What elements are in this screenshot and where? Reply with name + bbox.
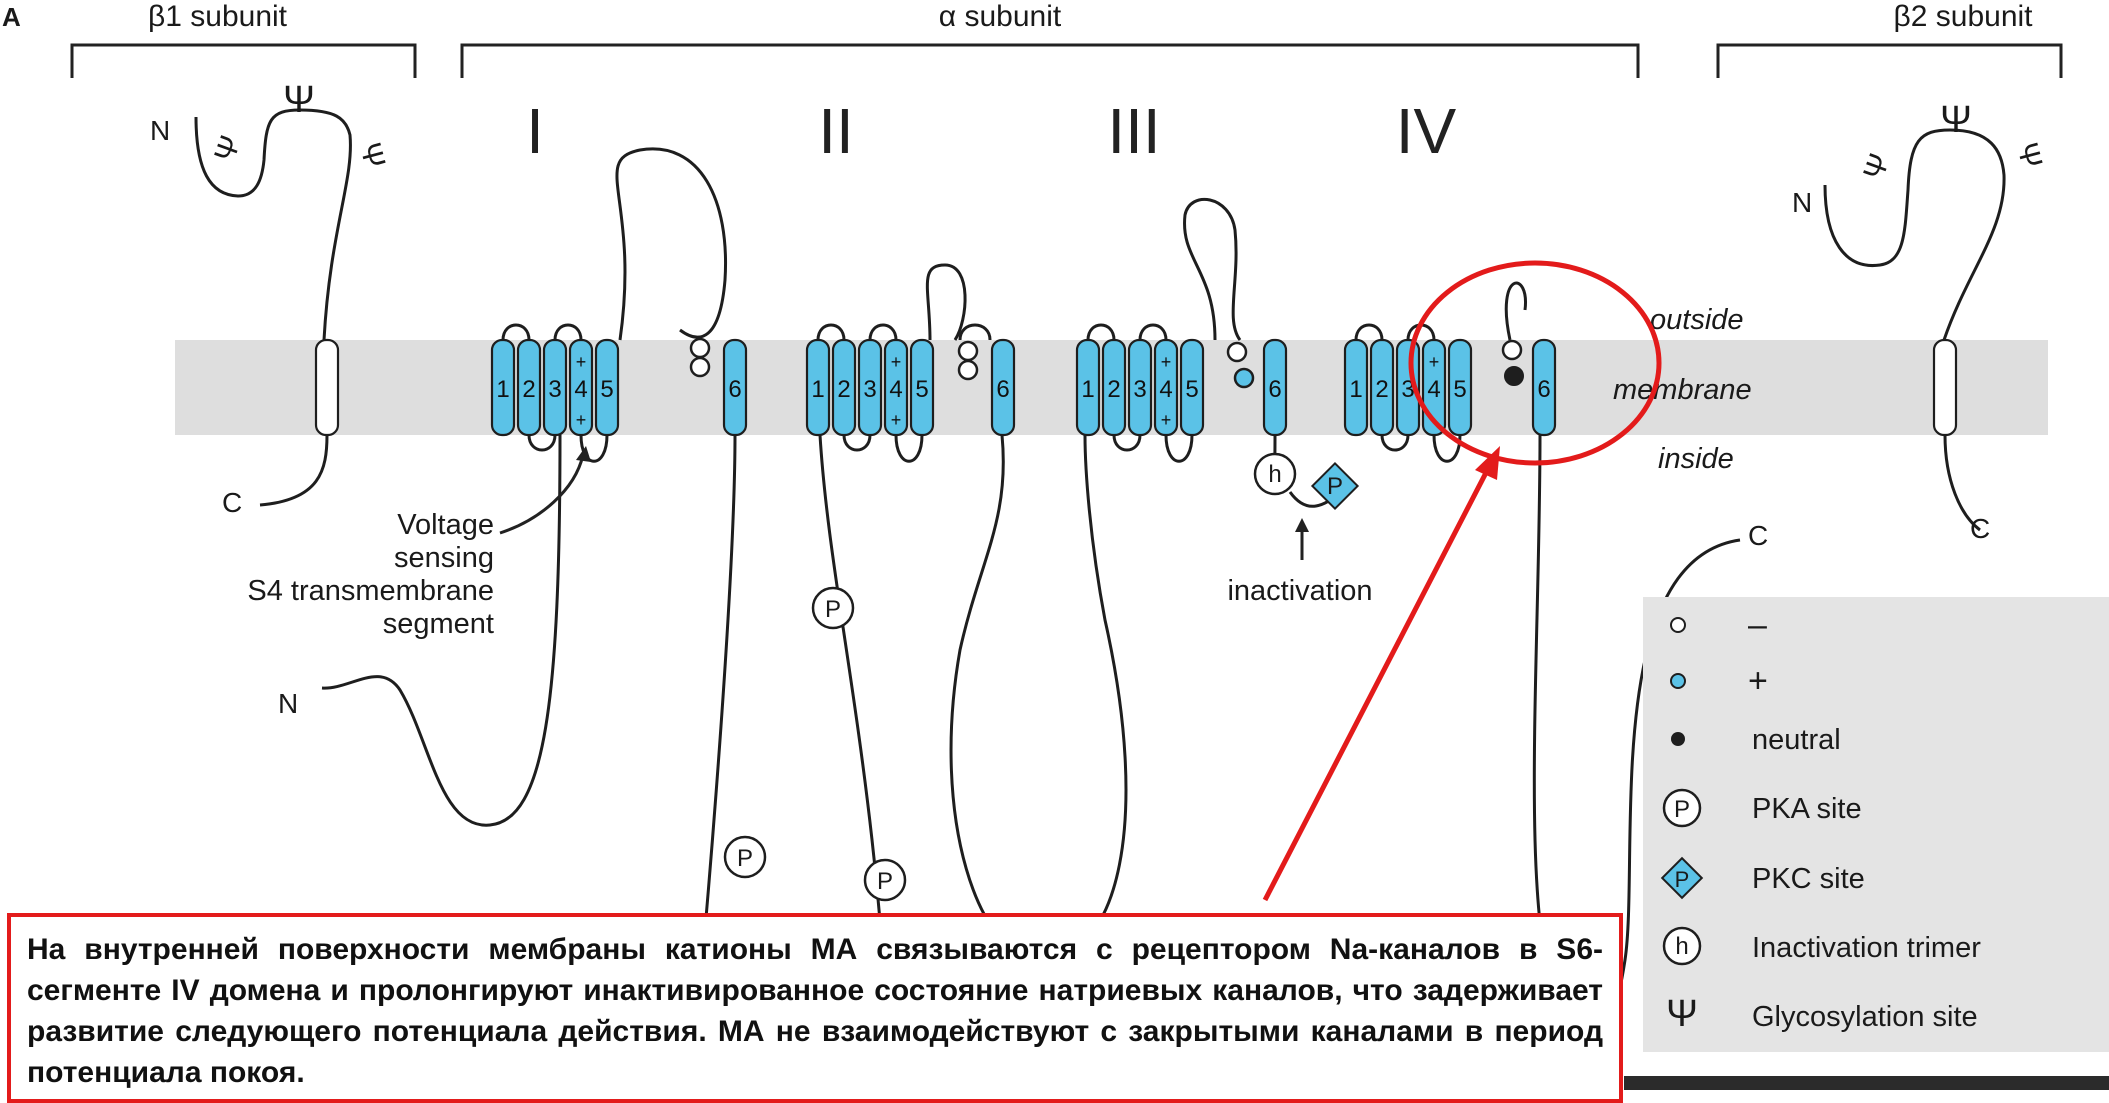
beta1-title: β1 subunit	[148, 0, 288, 33]
inactivation-label: inactivation	[1227, 575, 1372, 607]
beta1-n-terminus: N	[150, 115, 170, 146]
glycosylation-icon: Ψ	[2010, 139, 2048, 172]
legend-inactivation-label: Inactivation trimer	[1752, 932, 1981, 964]
pka-site-label: P	[877, 868, 893, 895]
segment-label: 2	[522, 376, 535, 403]
segment-label: 6	[1537, 376, 1550, 403]
legend-neutral-label: neutral	[1752, 724, 1841, 756]
legend-glycosylation-icon: Ψ	[1666, 993, 1698, 1035]
panel-letter: A	[2, 2, 21, 32]
segment-label: 4	[574, 376, 587, 403]
segment-label: 6	[996, 376, 1009, 403]
glycosylation-icon: Ψ	[1940, 99, 1972, 141]
bottom-bar	[1624, 1076, 2109, 1090]
legend-glycosylation-label: Glycosylation site	[1752, 1001, 1978, 1033]
segment-label: 2	[837, 376, 850, 403]
glycosylation-icon: Ψ	[353, 139, 391, 172]
legend-pkc-symbol: P	[1675, 867, 1690, 892]
pka-site-label: P	[737, 845, 753, 872]
voltage-sensing-line2: sensing	[394, 542, 494, 574]
segment-label: 3	[863, 376, 876, 403]
segment-label: 5	[915, 376, 928, 403]
domain-III-label: III	[1107, 95, 1160, 167]
inside-label: inside	[1658, 443, 1734, 475]
beta1-bracket	[72, 45, 415, 78]
legend-h-symbol: h	[1675, 933, 1688, 960]
segment-label: 4	[1427, 376, 1440, 403]
alpha-c-terminus: C	[1748, 520, 1768, 551]
segment-label: 3	[1133, 376, 1146, 403]
explanation-callout: На внутренней поверхности мембраны катио…	[7, 913, 1623, 1103]
glycosylation-icon: Ψ	[283, 79, 315, 121]
segment-label: 4	[889, 376, 902, 403]
glycosylation-icon: Ψ	[1857, 149, 1897, 184]
glycosylation-icon: Ψ	[208, 131, 248, 166]
domain-II-label: II	[818, 95, 854, 167]
beta2-c-terminus: C	[1970, 513, 1990, 544]
legend-pkc-label: PKC site	[1752, 863, 1865, 895]
legend-negative-label: –	[1748, 606, 1767, 644]
segment-label: 1	[496, 376, 509, 403]
pka-site-label: P	[825, 596, 841, 623]
s4-charge-marker: +	[1429, 352, 1440, 372]
segment-label: 5	[1453, 376, 1466, 403]
legend-pka-label: PKA site	[1752, 793, 1862, 825]
beta2-n-terminus: N	[1792, 187, 1812, 218]
segment-label: 6	[728, 376, 741, 403]
beta1-subunit: N C Ψ Ψ Ψ	[150, 79, 391, 518]
s4-charge-marker: +	[1161, 410, 1172, 430]
beta1-c-terminus: C	[222, 487, 242, 518]
outside-label: outside	[1650, 304, 1744, 336]
inactivation-h-label: h	[1268, 461, 1281, 488]
alpha-bracket	[462, 45, 1638, 78]
s4-charge-marker: +	[891, 352, 902, 372]
domain-I-label: I	[526, 95, 544, 167]
alpha-title: α subunit	[939, 0, 1062, 33]
explanation-text: На внутренней поверхности мембраны катио…	[27, 933, 1603, 1089]
voltage-sensing-line3: S4 transmembrane	[247, 575, 494, 607]
beta2-subunit: N C Ψ Ψ Ψ	[1792, 99, 2048, 544]
segment-label: 1	[1081, 376, 1094, 403]
s4-charge-marker: +	[891, 410, 902, 430]
segment-label: 1	[811, 376, 824, 403]
pkc-site-label: P	[1327, 473, 1343, 500]
segment-label: 3	[548, 376, 561, 403]
segment-label: 5	[1185, 376, 1198, 403]
membrane-label: membrane	[1613, 374, 1752, 406]
segment-label: 6	[1268, 376, 1281, 403]
domain-IV-label: IV	[1396, 95, 1457, 167]
legend-positive-label: +	[1748, 662, 1768, 700]
voltage-sensing-line1: Voltage	[397, 509, 494, 541]
beta2-title: β2 subunit	[1893, 0, 2033, 33]
voltage-sensing-line4: segment	[383, 608, 494, 640]
alpha-n-terminus: N	[278, 688, 298, 719]
s4-charge-marker: +	[1161, 352, 1172, 372]
s4-charge-marker: +	[576, 410, 587, 430]
legend-pka-symbol: P	[1674, 796, 1690, 823]
legend: – + neutral P PKA site P PKC site h Inac…	[1643, 597, 2109, 1052]
s4-charge-marker: +	[576, 352, 587, 372]
segment-label: 2	[1107, 376, 1120, 403]
segment-label: 1	[1349, 376, 1362, 403]
segment-label: 4	[1159, 376, 1172, 403]
segment-label: 2	[1375, 376, 1388, 403]
beta2-bracket	[1718, 45, 2061, 78]
segment-label: 5	[600, 376, 613, 403]
